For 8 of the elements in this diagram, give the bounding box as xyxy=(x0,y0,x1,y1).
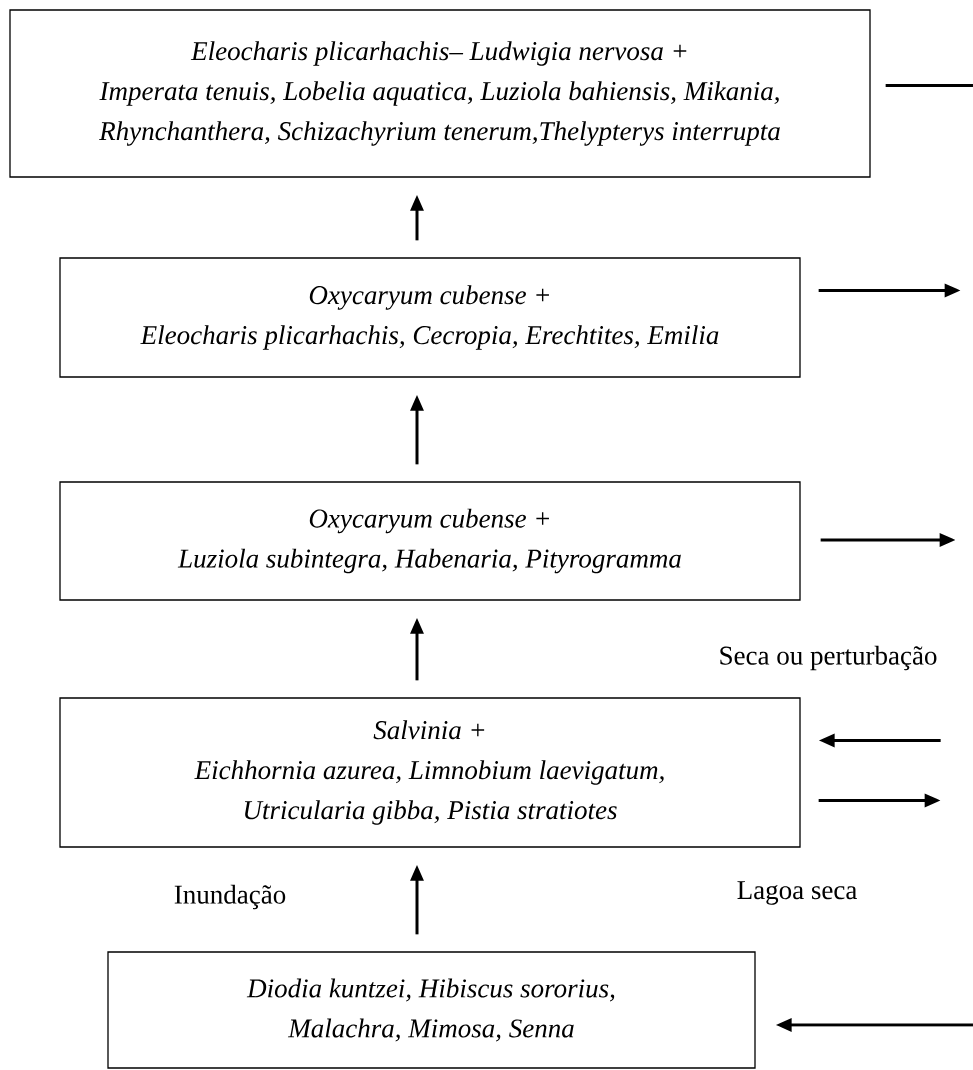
condition-label: Inundação xyxy=(174,884,286,910)
species-box: Eleocharis plicarhachis– Ludwigia nervosa + Imperata tenuis, Lobelia aquatica, Luziola bahiensis, Mikania, Rhynchanthera, Schizachyrium tenerum,Thelypterys interrupta xyxy=(9,9,871,178)
condition-label: Seca ou perturbação xyxy=(720,645,937,671)
species-box: Salvinia + Eichhornia azurea, Limnobium laevigatum, Utricularia gibba, Pistia stratiotes xyxy=(59,697,801,848)
species-box: Oxycaryum cubense + Luziola subintegra, Habenaria, Pityrogramma xyxy=(59,481,801,601)
species-box: Diodia kuntzei, Hibiscus sororius, Malachra, Mimosa, Senna xyxy=(107,951,756,1069)
species-box: Oxycaryum cubense + Eleocharis plicarhachis, Cecropia, Erechtites, Emilia xyxy=(59,257,801,378)
condition-label: Lagoa seca xyxy=(737,881,857,905)
